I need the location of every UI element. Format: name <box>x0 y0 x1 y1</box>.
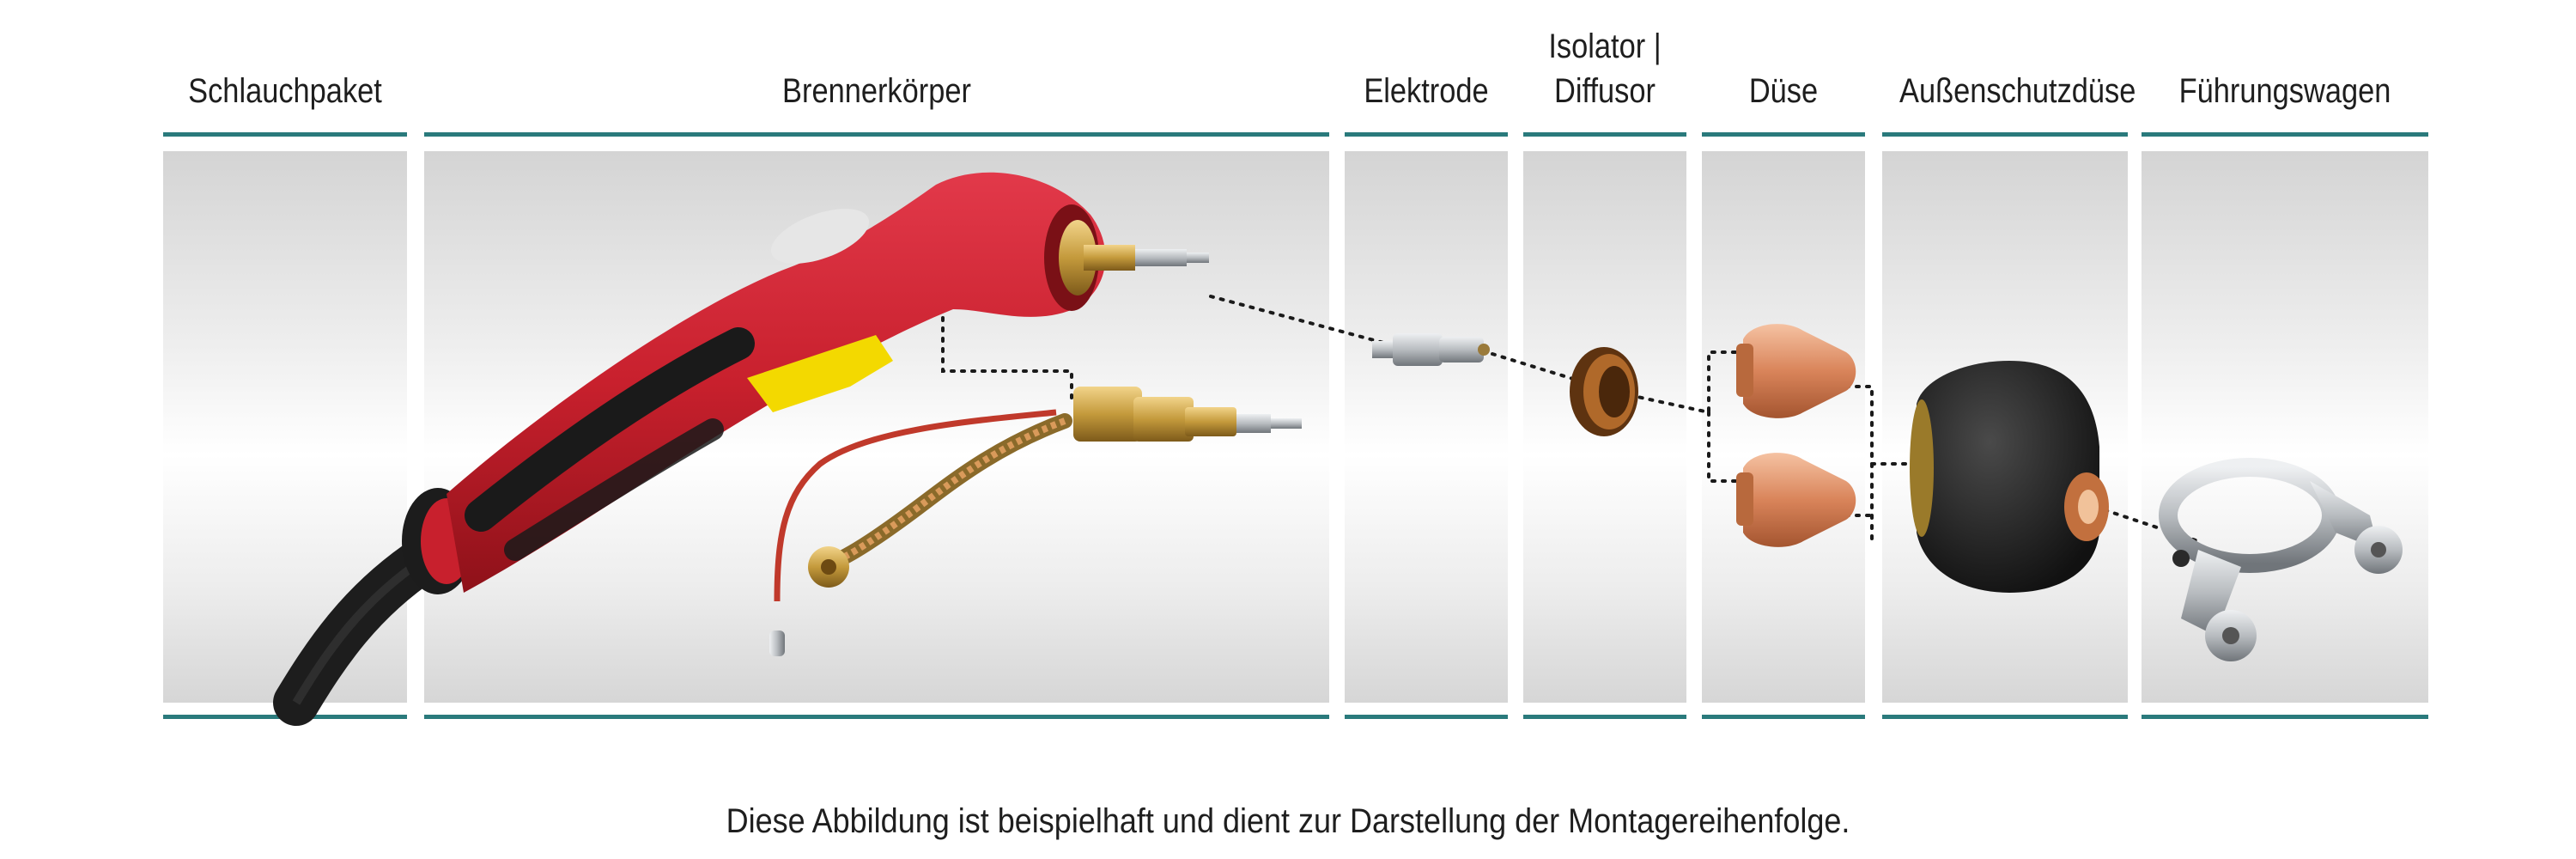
column-rule-top <box>1702 132 1865 137</box>
column-panel <box>1345 151 1508 703</box>
column-title-fuehrungswagen: Führungswagen <box>2178 72 2391 110</box>
hose-cable <box>273 535 448 726</box>
column-title-duese: Düse <box>1748 72 1819 110</box>
column-rule-bottom <box>1345 715 1508 719</box>
column-rule-top <box>1523 132 1686 137</box>
column-rule-bottom <box>1882 715 2128 719</box>
column-title-elektrode: Elektrode <box>1364 72 1489 110</box>
torch-body <box>402 172 1209 594</box>
column-rule-top <box>2142 132 2428 137</box>
guide-carriage <box>2159 458 2403 661</box>
figure-caption: Diese Abbildung ist beispielhaft und die… <box>726 802 1850 840</box>
column-title-diffusor: Diffusor <box>1554 72 1656 110</box>
column-title-isolator: Isolator | <box>1548 27 1662 65</box>
column-rule-top <box>163 132 407 137</box>
nozzle-lower <box>1736 453 1856 547</box>
assembly-guide-lines <box>941 295 2200 543</box>
insulator-diffuser <box>1570 347 1638 436</box>
column-panel <box>1702 151 1865 703</box>
column-rule-bottom <box>1523 715 1686 719</box>
column-rule-bottom <box>424 715 1329 719</box>
torch-head-insert <box>769 387 1302 656</box>
electrode <box>1372 333 1490 366</box>
nozzle-upper <box>1736 324 1856 418</box>
column-title-schlauchpaket: Schlauchpaket <box>188 72 382 110</box>
column-rule-top <box>424 132 1329 137</box>
column-rule-bottom <box>1702 715 1865 719</box>
column-title-aussenschutzduese: Außenschutzdüse <box>1899 72 2136 110</box>
column-title-brennerkoerper: Brennerkörper <box>782 72 971 110</box>
column-rule-top <box>1882 132 2128 137</box>
outer-shield-cap <box>1910 361 2109 593</box>
column-rule-top <box>1345 132 1508 137</box>
column-rule-bottom <box>2142 715 2428 719</box>
